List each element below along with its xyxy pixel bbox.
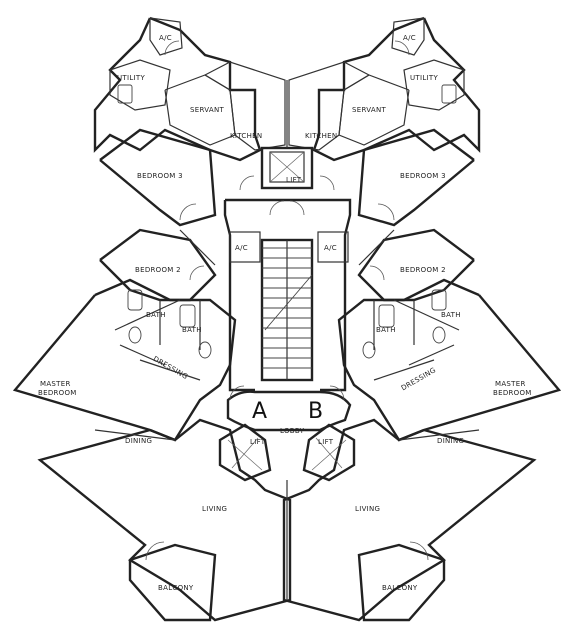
label-servant-right: SERVANT [352, 106, 387, 114]
label-bath2-right: BATH [441, 311, 461, 319]
label-dressing-left: DRESSING [152, 355, 190, 381]
stair-treads [262, 247, 312, 369]
label-dining-right: DINING [437, 437, 464, 445]
label-master-right-1: MASTER [495, 380, 526, 388]
label-dining-left: DINING [125, 437, 152, 445]
label-living-left: LIVING [202, 505, 227, 513]
label-bath2-left: BATH [182, 326, 202, 334]
label-bedroom2-left: BEDROOM 2 [135, 266, 181, 274]
label-utility-left: UTILITY [117, 74, 146, 82]
label-master-left-1: MASTER [40, 380, 71, 388]
label-unit-b: B [308, 399, 323, 424]
label-master-left-2: BEDROOM [38, 389, 77, 397]
label-lift-top: LIFT [286, 176, 302, 184]
label-kitchen-right: KITCHEN [305, 132, 337, 140]
label-bath1-right: BATH [376, 326, 396, 334]
label-bedroom2-right: BEDROOM 2 [400, 266, 446, 274]
fixtures [117, 40, 457, 561]
label-lift-right: LIFT [318, 438, 334, 446]
label-kitchen-left: KITCHEN [230, 132, 262, 140]
label-living-right: LIVING [355, 505, 380, 513]
label-ac-mid-right: A/C [324, 244, 337, 252]
label-ac-top-left: A/C [159, 34, 172, 42]
unit-a-walls [12, 16, 292, 622]
label-master-right-2: BEDROOM [493, 389, 532, 397]
label-ac-top-right: A/C [403, 34, 416, 42]
label-lift-left: LIFT [250, 438, 266, 446]
label-bedroom3-right: BEDROOM 3 [400, 172, 446, 180]
label-lobby: LOBBY [280, 427, 305, 435]
label-bath1-left: BATH [146, 311, 166, 319]
label-utility-right: UTILITY [410, 74, 439, 82]
unit-b-walls [282, 16, 562, 622]
label-ac-mid-left: A/C [235, 244, 248, 252]
label-balcony-left: BALCONY [158, 584, 194, 592]
label-servant-left: SERVANT [190, 106, 225, 114]
core-walls [218, 80, 356, 600]
label-balcony-right: BALCONY [382, 584, 418, 592]
label-unit-a: A [252, 399, 267, 424]
label-bedroom3-left: BEDROOM 3 [137, 172, 183, 180]
